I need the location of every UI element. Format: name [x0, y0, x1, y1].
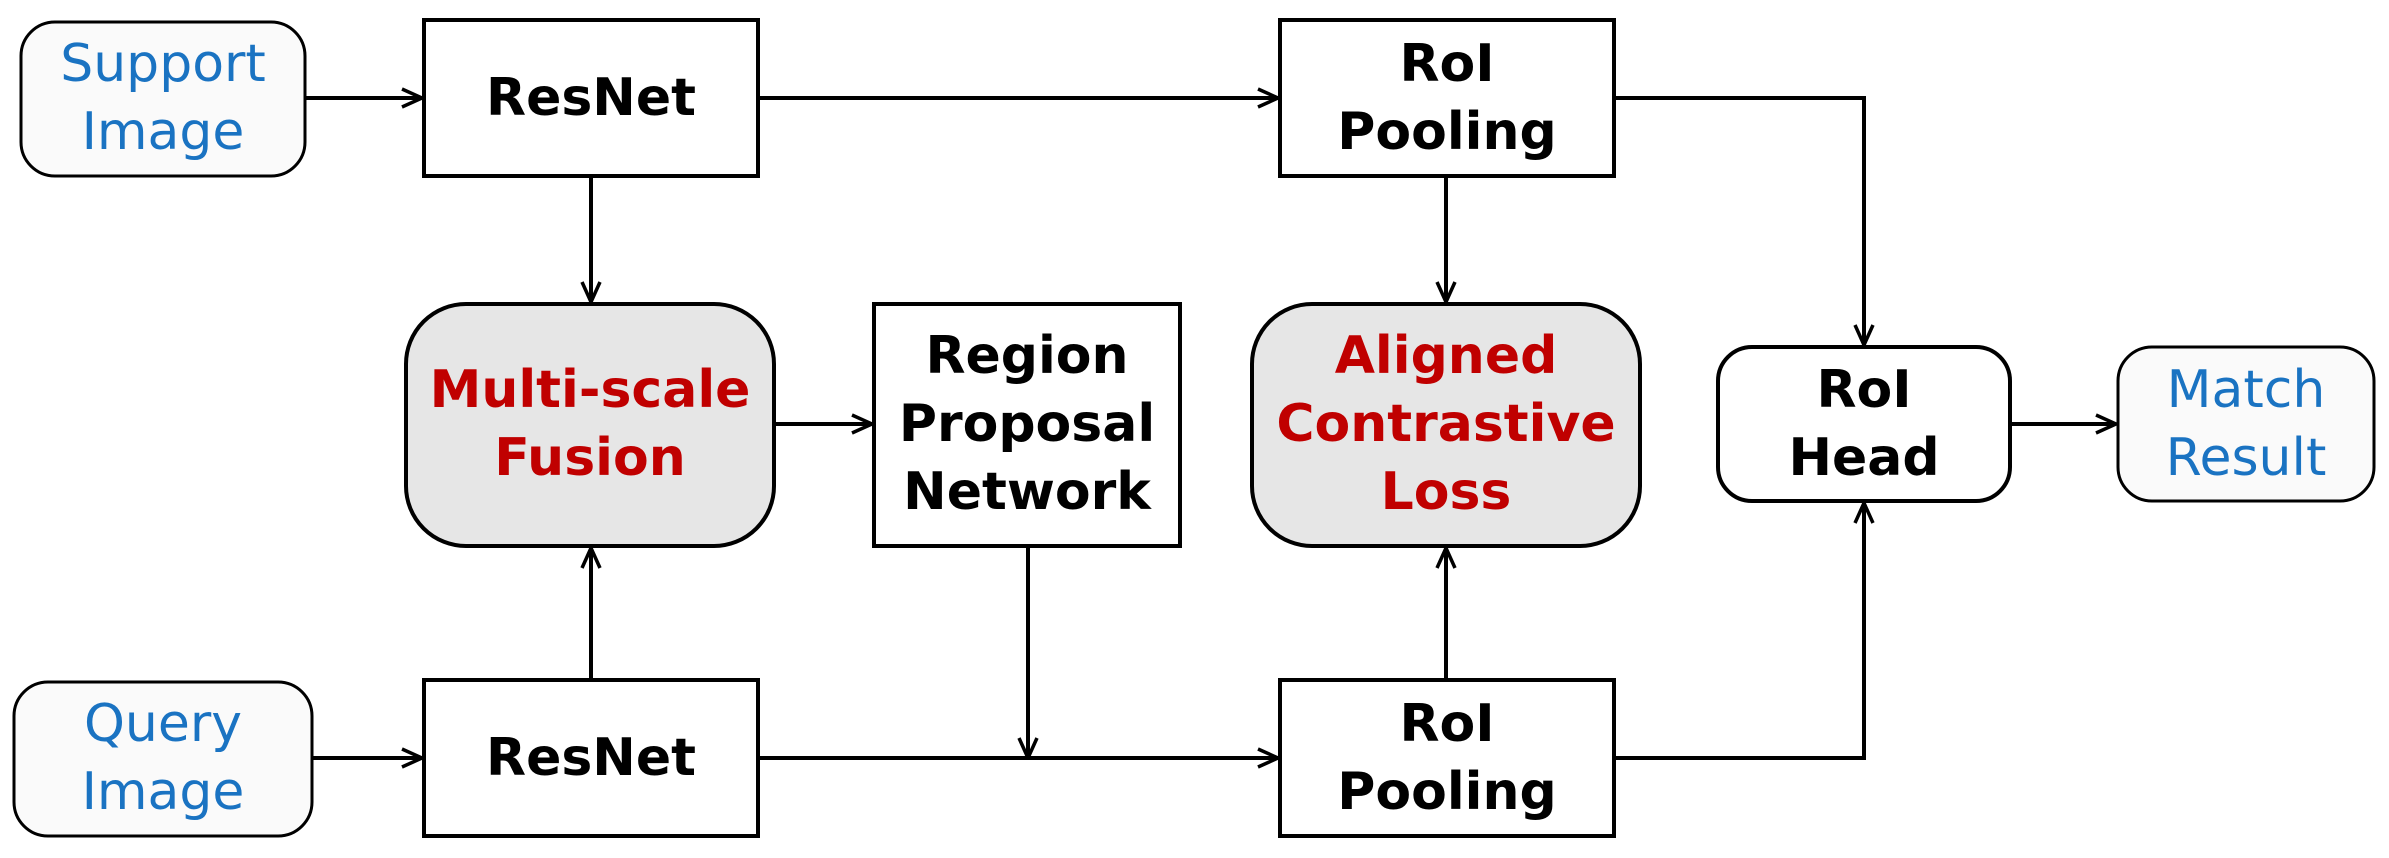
rpn-node: Region Proposal Network	[872, 302, 1182, 548]
aligned-contrastive-loss-node: Aligned Contrastive Loss	[1250, 302, 1642, 548]
aligned-contrastive-loss-label-line-3: Loss	[1381, 462, 1512, 522]
aligned-contrastive-loss-box	[1250, 302, 1642, 548]
support-image-node: Support Image	[19, 20, 307, 178]
resnet-bottom-box	[422, 678, 760, 838]
match-result-node: Match Result	[2116, 345, 2376, 503]
edge-roi-pooling-bottom-to-roi-head	[1614, 503, 1864, 760]
resnet-bottom-label: ResNet	[486, 728, 696, 788]
roi-pooling-top-node: RoI Pooling	[1278, 18, 1616, 178]
match-result-box	[2116, 345, 2376, 503]
resnet-top-label: ResNet	[486, 68, 696, 128]
support-image-label-line-2: Image	[82, 102, 245, 162]
query-image-box	[12, 680, 314, 838]
resnet-bottom-node: ResNet	[422, 678, 760, 838]
query-image-label-line-2: Image	[82, 762, 245, 822]
support-image-box	[19, 20, 307, 178]
rpn-label-line-1: Region	[925, 326, 1128, 386]
rpn-label-line-3: Network	[903, 462, 1152, 522]
aligned-contrastive-loss-label-line-2: Contrastive	[1276, 394, 1615, 454]
edge-roi-pooling-top-to-roi-head	[1614, 96, 1864, 345]
multi-scale-fusion-label-line-2: Fusion	[494, 428, 685, 488]
match-result-label-line-1: Match	[2167, 360, 2326, 420]
support-image-label-line-1: Support	[60, 34, 266, 94]
edges	[305, 98, 2116, 758]
multi-scale-fusion-node: Multi-scale Fusion	[404, 302, 776, 548]
query-image-label-line-1: Query	[84, 694, 242, 754]
rpn-box	[872, 302, 1182, 548]
aligned-contrastive-loss-label-line-1: Aligned	[1335, 326, 1558, 386]
query-image-node: Query Image	[12, 680, 314, 838]
roi-pooling-bottom-box	[1278, 678, 1616, 838]
roi-pooling-bottom-node: RoI Pooling	[1278, 678, 1616, 838]
roi-pooling-bottom-label-line-2: Pooling	[1337, 762, 1556, 822]
roi-head-box	[1716, 345, 2012, 503]
roi-pooling-top-label-line-2: Pooling	[1337, 102, 1556, 162]
roi-pooling-top-label-line-1: RoI	[1399, 34, 1494, 94]
resnet-top-node: ResNet	[422, 18, 760, 178]
multi-scale-fusion-label-line-1: Multi-scale	[430, 360, 751, 420]
roi-pooling-top-box	[1278, 18, 1616, 178]
multi-scale-fusion-box	[404, 302, 776, 548]
nodes: Support Image ResNet RoI Pooling Multi-s…	[12, 18, 2376, 838]
roi-head-label-line-1: RoI	[1816, 360, 1911, 420]
roi-pooling-bottom-label-line-1: RoI	[1399, 694, 1494, 754]
resnet-top-box	[422, 18, 760, 178]
rpn-label-line-2: Proposal	[899, 394, 1155, 454]
roi-head-label-line-2: Head	[1788, 428, 1939, 488]
roi-head-node: RoI Head	[1716, 345, 2012, 503]
match-result-label-line-2: Result	[2166, 428, 2327, 488]
